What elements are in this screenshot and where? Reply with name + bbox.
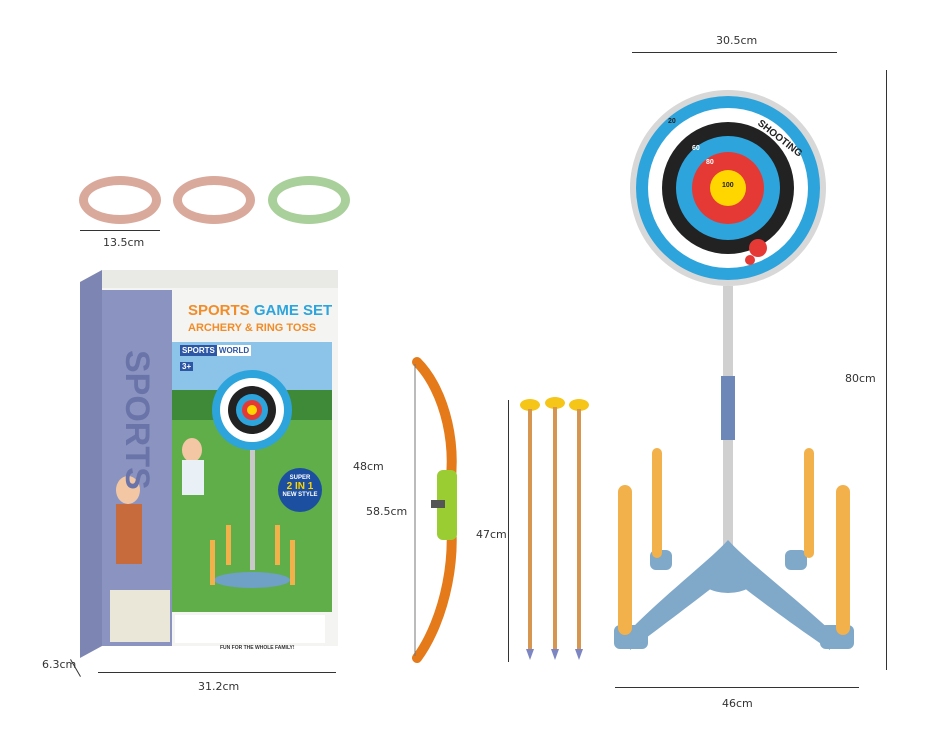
- height-dimension-line: [886, 70, 887, 670]
- arrows-illustration: [520, 397, 589, 660]
- ring-dimension-line: [80, 230, 160, 231]
- box-age: 3+: [180, 362, 194, 371]
- target-score-100: 100: [722, 182, 734, 189]
- target-score-60: 60: [692, 145, 700, 152]
- target-score-40: 40: [680, 130, 688, 137]
- box-promo-badge: SUPER 2 IN 1 NEW STYLE: [278, 468, 322, 512]
- target-score-20: 20: [668, 118, 676, 125]
- box-footer: FUN FOR THE WHOLE FAMILY!: [220, 645, 295, 651]
- bow-illustration: [412, 357, 457, 663]
- target-width-line: [632, 52, 837, 53]
- arrow-length-label: 47cm: [476, 528, 507, 541]
- product-box: SPORTS GAME SET ARCHERY & RING TOSS SPOR…: [80, 270, 338, 658]
- target-stand-illustration: [614, 90, 854, 650]
- box-badge-sports: SPORTS: [180, 345, 217, 356]
- bow-height-label: 48cm: [353, 460, 384, 473]
- box-badge-world: WORLD: [216, 345, 252, 356]
- box-width-line: [98, 672, 336, 673]
- box-depth-label: 6.3cm: [42, 658, 77, 671]
- ring-diameter-label: 13.5cm: [103, 236, 145, 249]
- box-width-label: 31.2cm: [198, 680, 240, 693]
- ring-pink-2: [173, 176, 255, 224]
- base-width-label: 46cm: [722, 697, 753, 710]
- box-title-line2: ARCHERY & RING TOSS: [188, 322, 317, 334]
- height-label: 80cm: [845, 372, 876, 385]
- box-promo-line2: 2 IN 1: [286, 481, 314, 492]
- box-title-game-set: GAME SET: [249, 302, 333, 319]
- ring-pink-1: [79, 176, 161, 224]
- base-width-line: [615, 687, 859, 688]
- box-promo-line3: NEW STYLE: [282, 492, 318, 498]
- box-side-text: SPORTS: [118, 350, 156, 490]
- bow-length-label: 58.5cm: [366, 505, 408, 518]
- target-width-label: 30.5cm: [716, 34, 758, 47]
- box-promo-line1: SUPER: [289, 475, 311, 481]
- arrow-dimension-line: [508, 400, 509, 662]
- target-score-80: 80: [706, 159, 714, 166]
- box-title-sports: SPORTS: [188, 302, 250, 319]
- box-title-line1: SPORTS GAME SET: [188, 302, 332, 319]
- ring-green: [268, 176, 350, 224]
